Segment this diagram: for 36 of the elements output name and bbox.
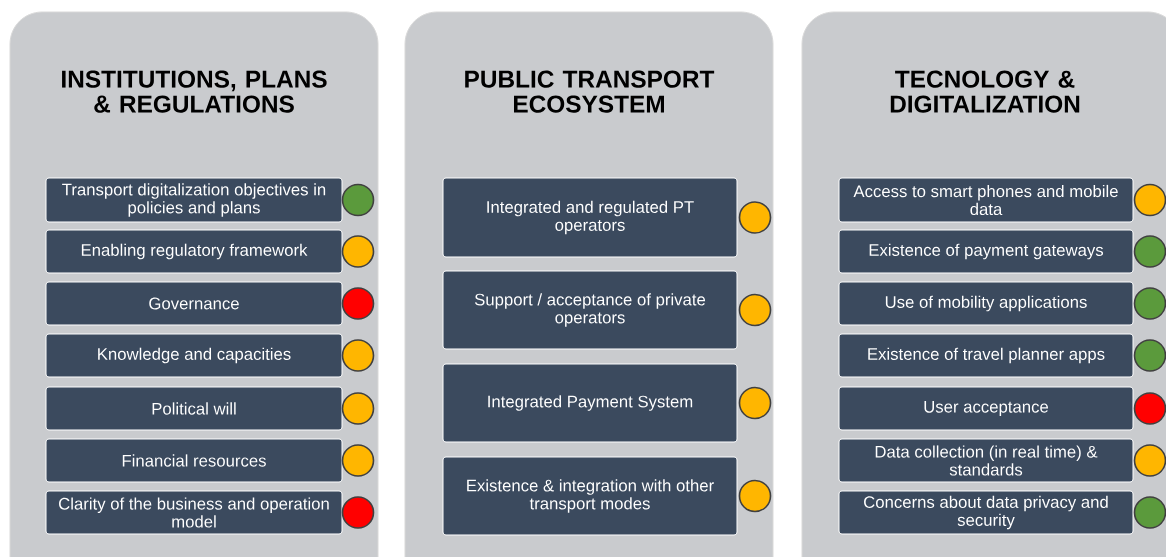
text-box: Use of mobility applications	[838, 281, 1134, 326]
status-dot	[1133, 392, 1166, 425]
text-box: Concerns about data privacy and security	[838, 490, 1134, 535]
status-dot	[341, 496, 375, 529]
text-box: Transport digitalization objectives in policies and plans	[45, 177, 343, 223]
text-box: Financial resources	[45, 438, 343, 483]
status-dot	[341, 392, 375, 425]
text-box: User acceptance	[838, 386, 1134, 431]
status-dot	[738, 386, 772, 420]
text-box: Existence of payment gateways	[838, 229, 1134, 274]
status-dot	[1133, 287, 1166, 320]
text-box: Integrated and regulated PT operators	[442, 177, 738, 258]
status-dot	[341, 339, 375, 372]
status-dot	[341, 183, 375, 217]
status-dot	[1133, 444, 1166, 477]
status-dot	[341, 444, 375, 477]
text-box: Knowledge and capacities	[45, 333, 343, 378]
status-dot	[738, 201, 772, 234]
text-box: Existence of travel planner apps	[838, 333, 1134, 378]
status-dot	[1133, 339, 1166, 372]
text-box: Clarity of the business and operation model	[45, 490, 343, 535]
status-dot	[1133, 183, 1166, 217]
status-dot	[341, 287, 375, 320]
status-dot	[1133, 496, 1166, 529]
text-box: Existence & integration with other transport modes	[442, 456, 738, 536]
status-dot	[1133, 235, 1166, 268]
text-box: Governance	[45, 281, 343, 326]
text-box: Data collection (in real time) & standards	[838, 438, 1134, 483]
text-box: Integrated Payment System	[442, 363, 738, 443]
text-box: Political will	[45, 386, 343, 431]
text-box: Support / acceptance of private operators	[442, 270, 738, 350]
text-box: Access to smart phones and mobile data	[838, 177, 1134, 223]
status-dot	[738, 293, 772, 327]
text-box: Enabling regulatory framework	[45, 229, 343, 274]
status-dot	[341, 235, 375, 268]
status-dot	[738, 479, 772, 513]
